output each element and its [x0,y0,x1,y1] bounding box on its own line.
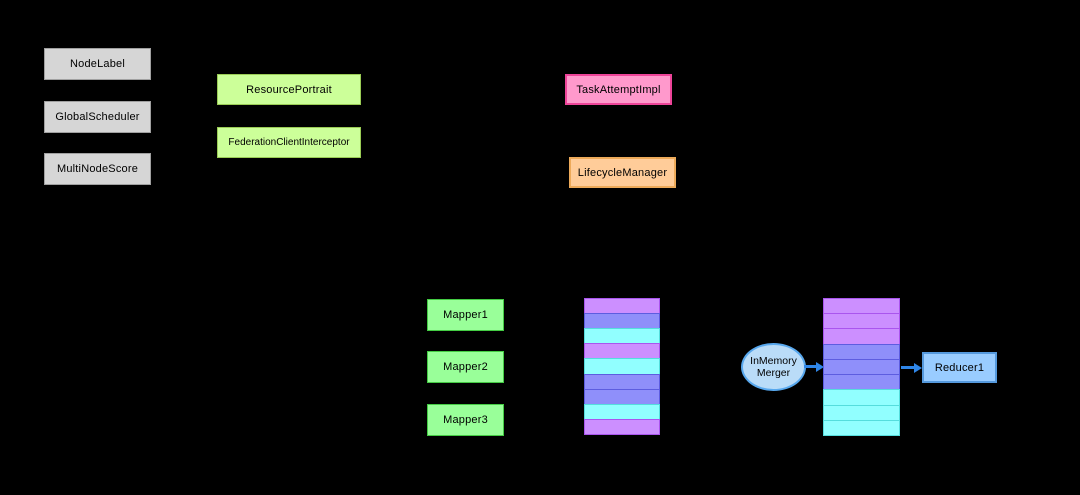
arrow-merged-stack-to-reducer-icon [901,366,914,369]
stack-segment-cyan [823,389,900,406]
node-federationclientinterceptor: FederationClientInterceptor [217,127,361,158]
node-mapper2: Mapper2 [427,351,504,383]
node-resourceportrait: ResourcePortrait [217,74,361,105]
stack-segment-periwinkle [823,343,900,360]
stack-segment-cyan [823,419,900,436]
stack-segment-violet [823,313,900,330]
node-nodelabel: NodeLabel [44,48,151,80]
stack-segment-violet [584,298,660,315]
arrow-merger-to-merged-stack-icon [804,365,816,368]
node-taskattemptimpl: TaskAttemptImpl [565,74,672,105]
stack-segment-violet [823,298,900,315]
stack-segment-periwinkle [584,373,660,390]
inmemory-merger-label-line1: InMemory [750,354,797,367]
map-output-stack [584,298,660,435]
node-lifecyclemanager: LifecycleManager [569,157,676,188]
node-inmemory-merger: InMemory Merger [741,343,806,391]
node-multinodescore: MultiNodeScore [44,153,151,185]
stack-segment-violet [823,328,900,345]
node-globalscheduler: GlobalScheduler [44,101,151,133]
stack-segment-violet [584,418,660,435]
stack-segment-periwinkle [823,374,900,391]
stack-segment-cyan [584,328,660,345]
stack-segment-periwinkle [584,313,660,330]
stack-segment-cyan [823,404,900,421]
node-mapper3: Mapper3 [427,404,504,436]
stack-segment-periwinkle [823,358,900,376]
stack-segment-periwinkle [584,388,660,405]
stack-segment-cyan [584,403,660,420]
node-mapper1: Mapper1 [427,299,504,331]
inmemory-merger-label-line2: Merger [756,367,791,379]
node-reducer1: Reducer1 [922,352,997,383]
stack-segment-cyan [584,358,660,375]
stack-segment-violet [584,343,660,360]
merged-output-stack [823,298,900,436]
